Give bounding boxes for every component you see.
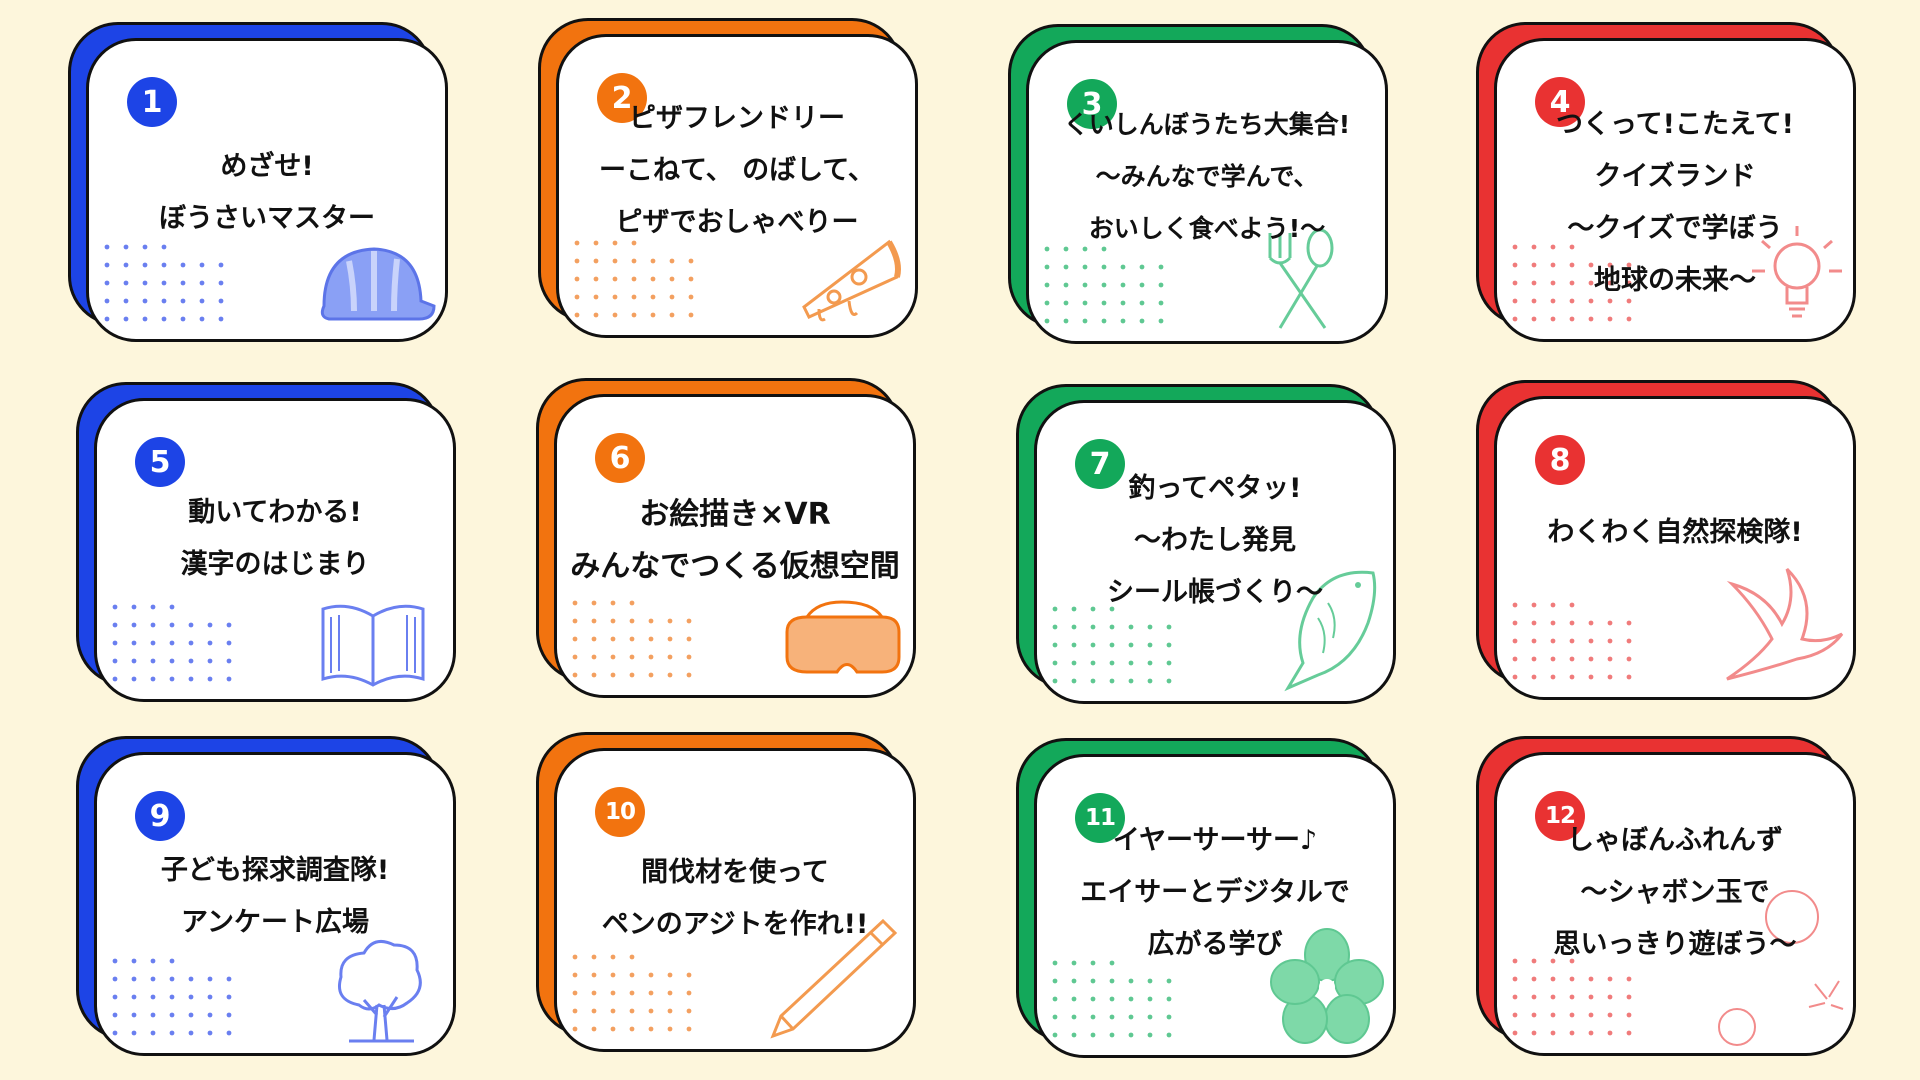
card-face: 4 つくって!こたえて!クイズランド〜クイズで学ぼう地球の未来〜 xyxy=(1494,38,1856,342)
pizza-icon xyxy=(802,239,901,322)
card-title: めざせ!ぼうさいマスター xyxy=(159,151,375,234)
fork-spoon-icon xyxy=(1268,228,1334,329)
dots-decoration xyxy=(1044,246,1164,324)
tree-icon xyxy=(338,939,422,1043)
card-title: 釣ってペタッ!〜わたし発見シール帳づくり〜 xyxy=(1107,473,1323,608)
fish-icon xyxy=(1284,570,1377,692)
card-title: イヤーサーサー♪エイサーとデジタルで広がる学び xyxy=(1080,825,1350,960)
card-10[interactable]: 10 間伐材を使ってペンのアジトを作れ!! xyxy=(536,732,916,1052)
card-face: 5 動いてわかる!漢字のはじまり xyxy=(94,398,456,702)
number-badge: 6 xyxy=(595,433,645,483)
hibiscus-icon xyxy=(1270,928,1384,1044)
card-title: くいしんぼうたち大集合!〜みんなで学んで、おいしく食べよう!〜 xyxy=(1063,110,1351,243)
dots-decoration xyxy=(572,600,692,678)
card-face: 2 ピザフレンドリーーこねて、 のばして、ピザでおしゃべりー xyxy=(556,34,918,338)
card-1[interactable]: 1 めざせ!ぼうさいマスター xyxy=(68,22,448,342)
card-4[interactable]: 4 つくって!こたえて!クイズランド〜クイズで学ぼう地球の未来〜 xyxy=(1476,22,1856,342)
card-11[interactable]: 11 イヤーサーサー♪エイサーとデジタルで広がる学び xyxy=(1016,738,1396,1058)
card-5[interactable]: 5 動いてわかる!漢字のはじまり xyxy=(76,382,456,702)
card-3[interactable]: 3 くいしんぼうたち大集合!〜みんなで学んで、おいしく食べよう!〜 xyxy=(1008,24,1388,344)
dots-decoration xyxy=(1512,958,1632,1036)
pencil-icon xyxy=(770,918,898,1039)
number-badge: 8 xyxy=(1535,435,1585,485)
card-face: 8 わくわく自然探検隊! xyxy=(1494,396,1856,700)
dots-decoration xyxy=(112,958,232,1036)
dots-decoration xyxy=(572,954,692,1032)
number-badge: 4 xyxy=(1535,77,1585,127)
card-title: ピザフレンドリーーこねて、 のばして、ピザでおしゃべりー xyxy=(599,103,875,238)
card-12[interactable]: 12 しゃぼんふれんず〜シャボン玉で思いっきり遊ぼう〜 xyxy=(1476,736,1856,1056)
dots-decoration xyxy=(112,604,232,682)
number-badge: 10 xyxy=(595,787,645,837)
vr-headset-icon xyxy=(785,600,901,674)
number-badge: 5 xyxy=(135,437,185,487)
dots-decoration xyxy=(1052,960,1172,1038)
card-8[interactable]: 8 わくわく自然探検隊! xyxy=(1476,380,1856,700)
card-title: 子ども探求調査隊!アンケート広場 xyxy=(160,855,390,938)
card-2[interactable]: 2 ピザフレンドリーーこねて、 のばして、ピザでおしゃべりー xyxy=(538,18,918,338)
card-title: わくわく自然探検隊! xyxy=(1547,517,1803,548)
card-face: 3 くいしんぼうたち大集合!〜みんなで学んで、おいしく食べよう!〜 xyxy=(1026,40,1388,344)
card-face: 9 子ども探求調査隊!アンケート広場 xyxy=(94,752,456,1056)
card-title: しゃぼんふれんず〜シャボン玉で思いっきり遊ぼう〜 xyxy=(1553,825,1797,960)
card-face: 11 イヤーサーサー♪エイサーとデジタルで広がる学び xyxy=(1034,754,1396,1058)
dots-decoration xyxy=(1052,606,1172,684)
number-badge: 11 xyxy=(1075,793,1125,843)
number-badge: 3 xyxy=(1067,79,1117,129)
hardhat-icon xyxy=(320,247,436,321)
dots-decoration xyxy=(1512,244,1632,322)
card-7[interactable]: 7 釣ってペタッ!〜わたし発見シール帳づくり〜 xyxy=(1016,384,1396,704)
number-badge: 2 xyxy=(597,73,647,123)
book-icon xyxy=(321,604,425,687)
card-face: 1 めざせ!ぼうさいマスター xyxy=(86,38,448,342)
number-badge: 7 xyxy=(1075,439,1125,489)
number-badge: 1 xyxy=(127,77,177,127)
dots-decoration xyxy=(104,244,224,322)
bubbles-icon xyxy=(1718,890,1844,1046)
number-badge: 9 xyxy=(135,791,185,841)
card-face: 12 しゃぼんふれんず〜シャボン玉で思いっきり遊ぼう〜 xyxy=(1494,752,1856,1056)
dots-decoration xyxy=(1512,602,1632,680)
card-face: 7 釣ってペタッ!〜わたし発見シール帳づくり〜 xyxy=(1034,400,1396,704)
bird-icon xyxy=(1726,567,1844,681)
card-title: つくって!こたえて!クイズランド〜クイズで学ぼう地球の未来〜 xyxy=(1556,109,1794,296)
dots-decoration xyxy=(574,240,694,318)
card-title: 動いてわかる!漢字のはじまり xyxy=(180,497,370,580)
lightbulb-icon xyxy=(1752,226,1842,318)
card-title: 間伐材を使ってペンのアジトを作れ!! xyxy=(601,857,869,940)
card-face: 10 間伐材を使ってペンのアジトを作れ!! xyxy=(554,748,916,1052)
card-9[interactable]: 9 子ども探求調査隊!アンケート広場 xyxy=(76,736,456,1056)
number-badge: 12 xyxy=(1535,791,1585,841)
